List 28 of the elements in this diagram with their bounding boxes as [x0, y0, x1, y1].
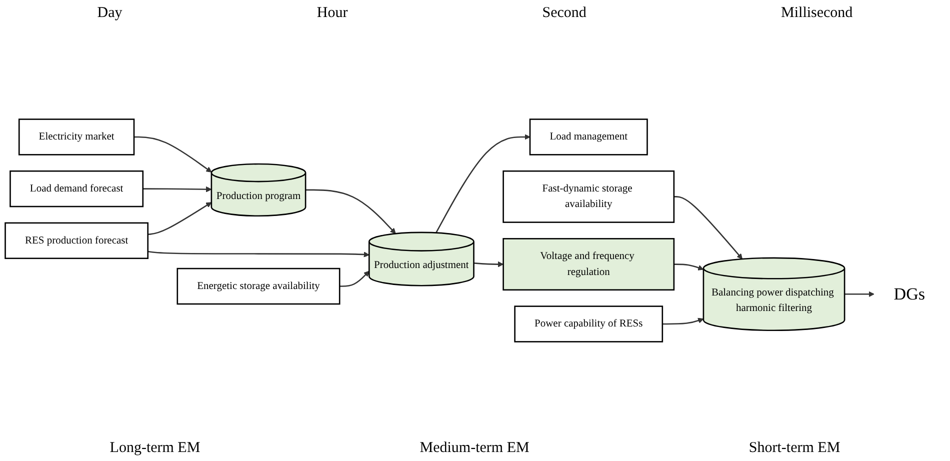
horizon-label: Short-term EM — [748, 440, 840, 456]
arrow — [148, 202, 212, 236]
timescale-label: Second — [542, 4, 586, 22]
node-text: DGs — [894, 284, 926, 304]
node-box: RES production forecast — [4, 222, 149, 260]
node-box: Fast-dynamic storage availability — [502, 170, 675, 223]
timescale-label: Millisecond — [781, 4, 853, 22]
node-box: Energetic storage availability — [176, 268, 340, 305]
timescale-label: Day — [97, 4, 122, 22]
arrow — [148, 250, 370, 258]
arrow — [474, 261, 504, 268]
arrow — [674, 196, 743, 260]
arrow — [435, 134, 530, 234]
arrow — [134, 136, 212, 172]
arrow — [306, 189, 396, 234]
arrow — [674, 264, 704, 270]
node-box: Electricity market — [18, 118, 135, 156]
timescale-label: Hour — [316, 4, 348, 22]
arrow — [662, 318, 704, 325]
horizon-label: Long-term EM — [110, 440, 200, 456]
arrow — [844, 291, 874, 298]
node-box: Voltage and frequency regulation — [502, 238, 675, 291]
node-box: Load demand forecast — [10, 170, 144, 208]
node-box: Load management — [529, 118, 648, 156]
node-box: Power capability of RESs — [514, 306, 664, 342]
arrow — [142, 186, 212, 192]
arrow — [340, 270, 370, 287]
horizon-label: Medium-term EM — [420, 440, 530, 456]
